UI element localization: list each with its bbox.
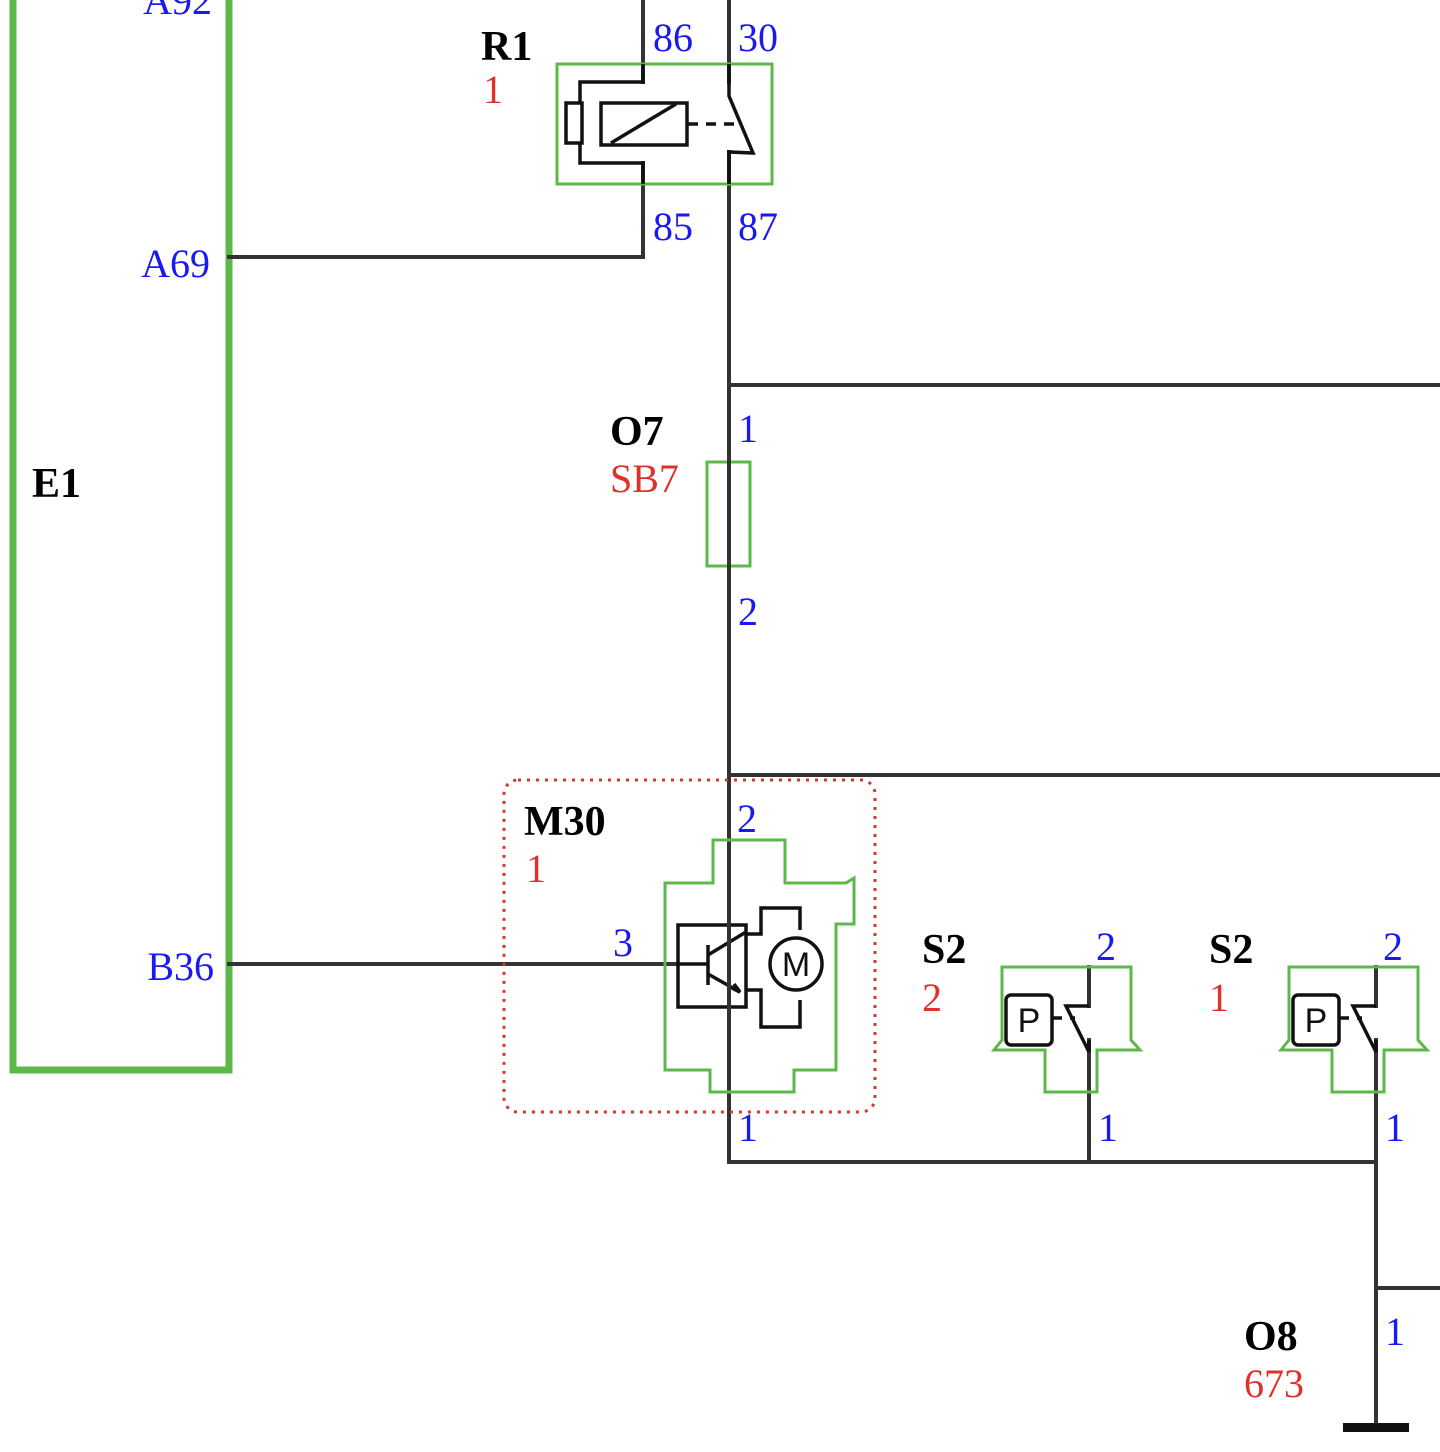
motor-module-m30[interactable]: M M30 1 2 3 1 [502, 778, 877, 1150]
relay-pin-85: 85 [653, 204, 693, 249]
relay-pin-30: 30 [738, 15, 778, 60]
ground-o8-name: O8 [1244, 1314, 1298, 1360]
ecu-pin-a69: A69 [141, 241, 210, 286]
m30-group-box [502, 778, 877, 1114]
s2a-pin-2: 2 [1096, 924, 1116, 969]
fuse-pin-2: 2 [738, 589, 758, 634]
s2a-value: 2 [922, 975, 942, 1020]
relay-icon [564, 64, 756, 184]
s2b-name: S2 [1209, 927, 1253, 973]
m30-pin-3: 3 [613, 920, 633, 965]
pressure-switch-s2-b[interactable]: P S2 1 2 1 [1209, 924, 1431, 1150]
s2a-pin-1: 1 [1098, 1105, 1118, 1150]
wire-ground-bus [727, 1006, 1378, 1164]
relay-pin-87: 87 [738, 204, 778, 249]
ecu-pin-b36: B36 [147, 944, 214, 989]
pressure-switch-s2-a[interactable]: P S2 2 2 1 [922, 924, 1144, 1150]
s2a-name: S2 [922, 927, 966, 973]
ground-o8-value: 673 [1244, 1361, 1304, 1406]
ecu-e1-name: E1 [32, 461, 81, 507]
fuse-o7-name: O7 [610, 409, 664, 455]
relay-r1-outline [555, 62, 774, 186]
s2b-glyph: P [1305, 1002, 1328, 1040]
pressure-switch-icon: P [1291, 993, 1378, 1053]
motor-icon: M [676, 906, 824, 1029]
s2b-pin-1: 1 [1385, 1105, 1405, 1150]
ecu-e1-outline [9, 0, 233, 1074]
fuse-o7-value: SB7 [610, 456, 679, 501]
m30-pin-2: 2 [737, 796, 757, 841]
ground-pin-1: 1 [1385, 1309, 1405, 1354]
fuse-o7[interactable]: O7 SB7 1 2 [610, 406, 758, 634]
s2b-value: 1 [1209, 975, 1229, 1020]
ground-icon [1343, 1423, 1409, 1432]
relay-r1[interactable]: R1 1 86 30 85 87 [481, 15, 778, 249]
ground-o8[interactable]: O8 673 1 [1244, 1309, 1409, 1432]
relay-r1-value: 1 [483, 67, 503, 112]
s2b-outline [1277, 965, 1431, 1094]
s2a-outline [990, 965, 1144, 1094]
relay-r1-name: R1 [481, 24, 532, 70]
m30-name: M30 [524, 799, 606, 845]
m30-value: 1 [526, 846, 546, 891]
m30-outline [663, 838, 856, 1094]
s2b-pin-2: 2 [1383, 924, 1403, 969]
s2a-glyph: P [1018, 1002, 1041, 1040]
fuse-pin-1: 1 [738, 406, 758, 451]
relay-pin-86: 86 [653, 15, 693, 60]
motor-glyph: M [782, 946, 810, 984]
wires [227, 0, 1440, 1430]
pressure-switch-icon: P [1004, 993, 1091, 1053]
m30-pin-1: 1 [738, 1105, 758, 1150]
ecu-e1[interactable]: E1 A92 A69 B36 [9, 0, 233, 1074]
ecu-pin-a92: A92 [143, 0, 212, 23]
wire-a69-r1-85 [227, 161, 645, 259]
